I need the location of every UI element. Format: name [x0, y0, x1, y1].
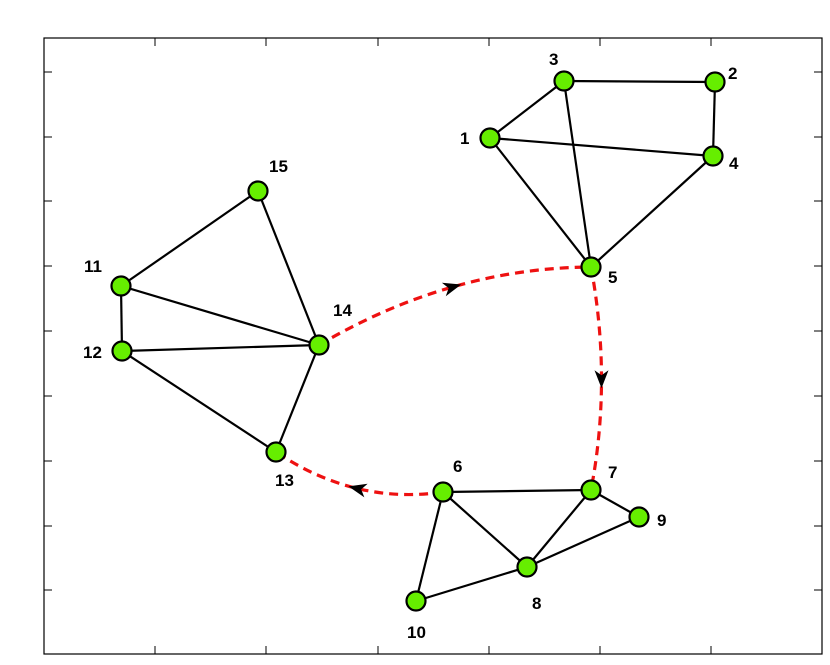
edge-6-8: [442, 491, 528, 568]
edge-7-8: [526, 489, 592, 568]
node-10: [405, 590, 427, 612]
node-9: [628, 506, 650, 528]
edges-layer: [119, 79, 717, 603]
node-2: [704, 71, 726, 93]
edge-1-3: [489, 80, 565, 139]
node-label-8: 8: [532, 594, 541, 613]
node-label-11: 11: [84, 257, 102, 276]
edge-6-10: [414, 491, 445, 602]
node-5: [580, 256, 602, 278]
edge-13-14: [274, 344, 321, 453]
bridge-6-13: [275, 450, 444, 497]
bridge-14-5: [318, 265, 592, 347]
node-label-4: 4: [729, 154, 739, 173]
node-label-7: 7: [608, 463, 617, 482]
edge-6-7: [442, 488, 592, 494]
bridges-layer: [275, 265, 609, 498]
node-label-14: 14: [333, 301, 352, 320]
bridge-arrow-icon: [594, 370, 609, 389]
bridge-arrow-icon: [441, 282, 462, 297]
edge-3-2: [563, 79, 716, 84]
edge-11-14: [120, 284, 320, 347]
node-14: [308, 334, 330, 356]
edge-15-14: [256, 190, 321, 346]
bridge-arrow-icon: [348, 483, 368, 498]
axis-ticks: [44, 38, 822, 654]
node-label-6: 6: [453, 457, 462, 476]
edge-4-5: [590, 155, 714, 268]
edge-8-9: [526, 515, 640, 569]
edge-1-4: [489, 136, 714, 158]
node-12: [111, 340, 133, 362]
node-label-9: 9: [657, 511, 666, 530]
edge-3-5: [562, 80, 593, 268]
edge-8-10: [415, 565, 528, 603]
node-8: [516, 556, 538, 578]
edge-1-5: [489, 137, 592, 268]
node-3: [553, 70, 575, 92]
node-label-2: 2: [728, 64, 737, 83]
edge-11-12: [119, 285, 124, 352]
node-7: [580, 479, 602, 501]
node-label-5: 5: [608, 268, 617, 287]
node-label-15: 15: [269, 157, 288, 176]
node-11: [110, 275, 132, 297]
node-label-10: 10: [407, 623, 426, 642]
node-label-12: 12: [83, 343, 102, 362]
node-4: [702, 145, 724, 167]
node-label-1: 1: [460, 129, 469, 148]
node-13: [265, 441, 287, 463]
node-label-3: 3: [549, 50, 558, 69]
nodes-layer: [110, 70, 726, 612]
node-15: [247, 180, 269, 202]
edge-11-15: [120, 190, 259, 287]
node-6: [432, 481, 454, 503]
edge-12-13: [121, 350, 277, 453]
plot-frame: [43, 37, 823, 655]
edge-12-14: [121, 343, 320, 353]
node-label-13: 13: [275, 471, 294, 490]
node-1: [479, 127, 501, 149]
edge-2-4: [711, 81, 717, 157]
